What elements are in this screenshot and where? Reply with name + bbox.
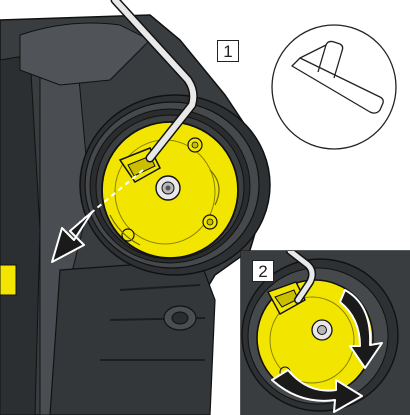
hex-key-icon	[291, 40, 384, 114]
main-view	[0, 0, 271, 415]
housing-upper	[19, 22, 151, 86]
tool-callout	[271, 24, 397, 150]
tool-callout-circle	[271, 24, 397, 150]
yellow-strip	[0, 264, 17, 296]
step-number-2: 2	[252, 260, 274, 282]
pull-arrow-icon	[51, 211, 93, 263]
step-number-1: 1	[217, 40, 239, 62]
pull-guide-line	[79, 169, 144, 223]
cap-boss-bottom	[121, 228, 135, 242]
rotate-arrow-icon	[339, 289, 383, 369]
rotate-arrow-icon-lower	[271, 369, 363, 413]
housing-lower	[49, 259, 216, 415]
